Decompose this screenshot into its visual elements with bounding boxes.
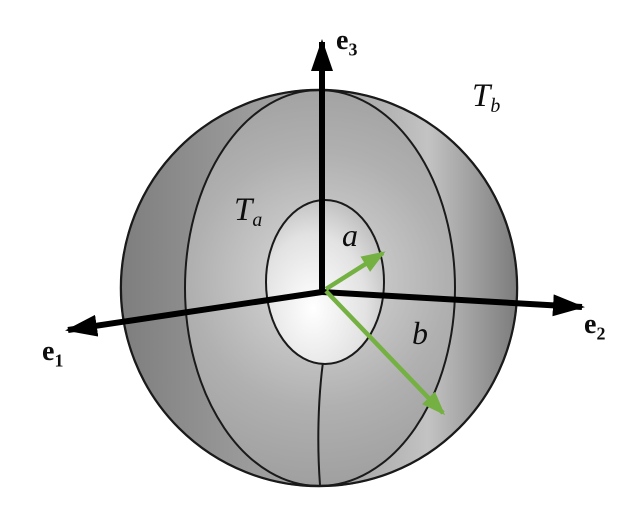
outer-temperature-main: T bbox=[472, 78, 491, 114]
axis-label-e3-sub: 3 bbox=[348, 39, 358, 60]
inner-temperature-main: T bbox=[234, 192, 253, 228]
axis-label-e2-sub: 2 bbox=[596, 323, 606, 344]
radius-b-arrow bbox=[324, 289, 446, 416]
axis-label-e3-main: e bbox=[336, 25, 349, 56]
inner-radius-label: a bbox=[342, 217, 358, 253]
axis-label-e1-main: e bbox=[42, 336, 55, 367]
outer-radius-label: b bbox=[412, 315, 428, 351]
front-meridian-line bbox=[317, 361, 324, 486]
axis-e2-line bbox=[321, 289, 585, 317]
axis-label-e1-sub: 1 bbox=[54, 350, 64, 371]
axis-e1-line bbox=[65, 289, 323, 337]
outer-temperature-label: Tb bbox=[472, 78, 500, 116]
outer-temperature-sub: b bbox=[490, 94, 501, 117]
axis-label-e3: e3 bbox=[336, 25, 357, 59]
axis-label-e2: e2 bbox=[584, 309, 605, 343]
radius-a-arrow bbox=[324, 251, 386, 291]
right-cutaway-segment bbox=[318, 89, 518, 487]
axis-label-e1: e1 bbox=[42, 336, 63, 370]
inner-temperature-label: Ta bbox=[234, 192, 262, 230]
axis-label-e2-main: e bbox=[584, 309, 597, 340]
inner-temperature-sub: a bbox=[252, 208, 263, 231]
